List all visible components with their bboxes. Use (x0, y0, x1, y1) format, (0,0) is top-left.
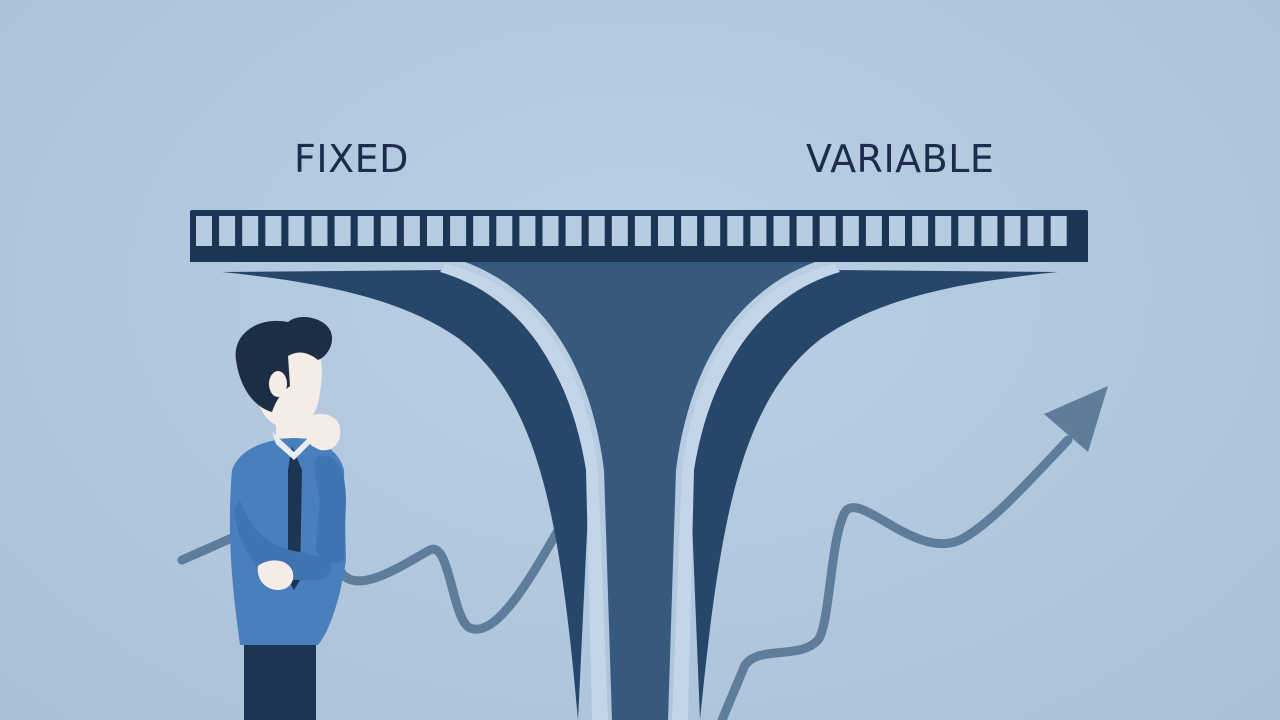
bridge-deck-panel (773, 216, 790, 246)
bridge-deck-panel (219, 216, 236, 246)
bridge-deck-panel (427, 216, 443, 246)
bridge-deck-panel (311, 216, 328, 246)
variable-label: VARIABLE (806, 137, 995, 181)
bridge-trunk (465, 262, 815, 720)
bridge-deck-panel (958, 216, 975, 246)
bridge-deck-panel (611, 216, 628, 246)
bridge-deck-panel (819, 216, 836, 246)
bridge-deck-panel (704, 216, 721, 246)
bridge-deck-panel (357, 216, 374, 246)
bridge-deck-panel (265, 216, 282, 246)
person-holding-hand (257, 560, 294, 590)
bridge-deck-panel (796, 216, 813, 246)
bridge-deck-panel (403, 216, 420, 246)
person-shirt (229, 438, 346, 645)
bridge-deck-panel (450, 216, 467, 246)
bridge-deck-panel (750, 216, 767, 246)
bridge-deck-panel (842, 216, 859, 246)
bridge-deck-panel (473, 216, 490, 246)
bridge-deck-panel (334, 216, 351, 246)
bridge-deck-panel (889, 216, 905, 246)
bridge-deck-panel (935, 216, 952, 246)
bridge-deck-underline (190, 254, 1088, 262)
bridge-deck-panel (519, 216, 536, 246)
person-thinking-hand (304, 413, 341, 451)
bridge-deck-panel (1027, 216, 1044, 246)
pondering-businessman-icon (229, 316, 346, 720)
bridge-deck-panel (196, 216, 212, 246)
fixed-label: FIXED (294, 137, 409, 181)
bridge-deck-panel (1050, 216, 1067, 246)
bridge-deck-panel (912, 216, 929, 246)
person-collar (272, 432, 314, 460)
bridge-deck-panel (380, 216, 397, 246)
bridge-deck-panel (865, 216, 882, 246)
bridge-right-groove (672, 264, 840, 720)
rising-trend-line-icon (717, 435, 1073, 720)
bridge-deck-panel (542, 216, 559, 246)
bridge-deck-panel (242, 216, 259, 246)
person-lower-arm (234, 500, 332, 581)
bridge-deck-panel (634, 216, 651, 246)
rising-arrow-head-icon (1044, 386, 1108, 452)
bridge-deck-panel (496, 216, 513, 246)
person-hair (235, 316, 333, 412)
person-ear (269, 371, 287, 397)
bridge-deck-panel (565, 216, 582, 246)
bridge-deck-panel (588, 216, 605, 246)
person-thinking-arm (314, 455, 346, 564)
bridge-deck-panels (196, 216, 1067, 246)
bridge-deck-panel (658, 216, 674, 246)
bridge-deck-panel (681, 216, 698, 246)
bridge-deck-panel (1004, 216, 1021, 246)
person-trousers (244, 640, 316, 720)
bridge-deck-panel (288, 216, 305, 246)
bridge-deck-panel (981, 216, 998, 246)
bridge-deck-panel (727, 216, 744, 246)
bridge-left-groove (440, 264, 608, 720)
